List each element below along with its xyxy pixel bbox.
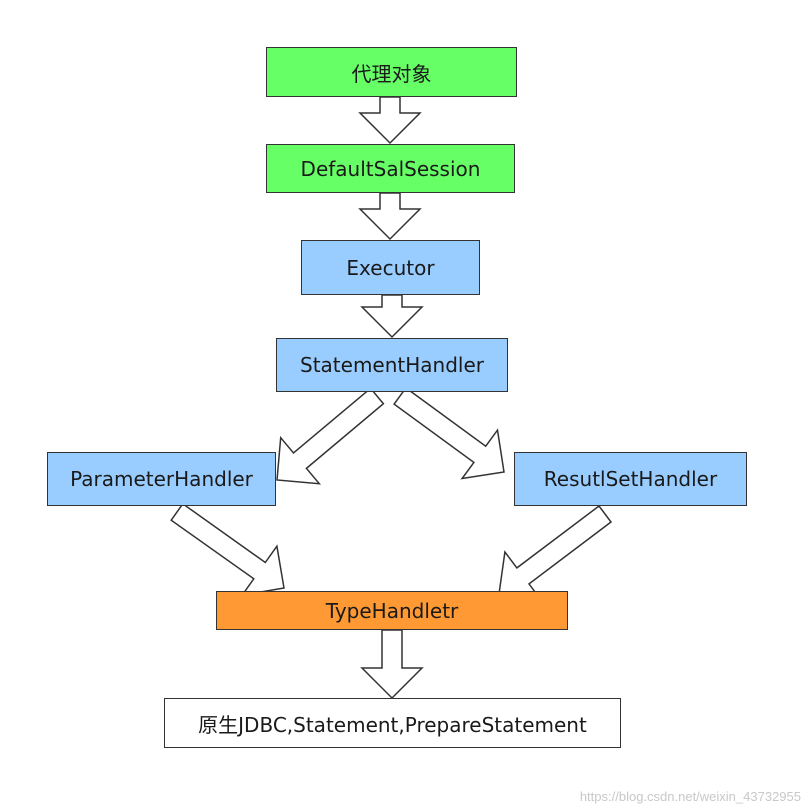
node-proxy-object: 代理对象 <box>266 47 517 97</box>
node-executor: Executor <box>301 240 480 295</box>
arrow-session-to-executor <box>358 192 422 241</box>
node-native-jdbc: 原生JDBC,Statement,PrepareStatement <box>164 698 621 748</box>
node-parameter-handler: ParameterHandler <box>47 452 276 506</box>
arrow-statement-to-parameter <box>276 387 385 485</box>
node-default-sql-session: DefaultSalSession <box>266 144 515 193</box>
node-resultset-handler: ResutlSetHandler <box>514 452 747 506</box>
node-type-handler: TypeHandletr <box>216 591 568 630</box>
arrow-statement-to-resultset <box>393 386 505 480</box>
arrow-proxy-to-session <box>358 96 422 145</box>
arrow-executor-to-statement <box>360 294 424 339</box>
watermark-text: https://blog.csdn.net/weixin_43732955 <box>579 789 801 804</box>
arrow-typehandler-to-jdbc <box>360 629 424 700</box>
arrow-parameter-to-typehandler <box>170 502 285 597</box>
node-statement-handler: StatementHandler <box>276 338 508 392</box>
arrow-resultset-to-typehandler <box>498 504 613 601</box>
